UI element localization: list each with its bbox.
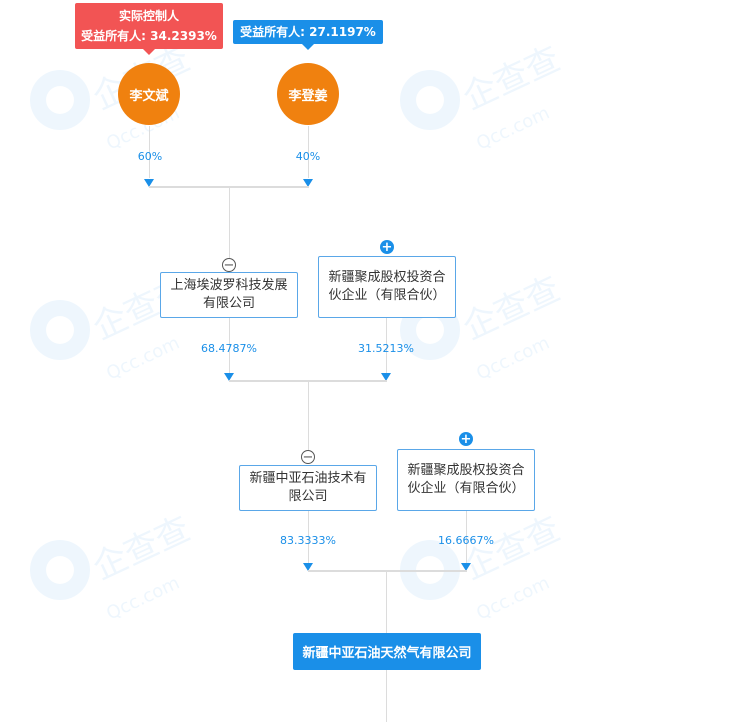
holder-name: 李文斌 — [129, 88, 169, 104]
connector-line — [308, 126, 309, 178]
holder-name: 李登姜 — [288, 88, 328, 104]
controller-tag: 实际控制人 受益所有人: 34.2393% — [75, 3, 223, 55]
company-node-xinjiang-zhongya-tech[interactable]: 新疆中亚石油技术有限公司 — [239, 465, 377, 511]
company-name: 新疆聚成股权投资合伙企业（有限合伙） — [407, 463, 525, 496]
share-percent: 83.3333% — [280, 534, 336, 547]
company-node-shanghai-aiboluo[interactable]: 上海埃波罗科技发展有限公司 — [160, 272, 298, 318]
expand-toggle-icon[interactable]: + — [459, 431, 473, 447]
connector-line — [149, 126, 150, 178]
svg-text:Qcc.com: Qcc.com — [473, 102, 553, 154]
expand-toggle-icon[interactable]: + — [380, 239, 394, 255]
watermark-tile: 企查查 Qcc.com — [400, 39, 566, 155]
controller-tag-share: 受益所有人: 34.2393% — [81, 29, 217, 43]
beneficiary-tag: 受益所有人: 27.1197% — [233, 20, 383, 50]
connector-line — [229, 187, 230, 258]
svg-text:企查查: 企查查 — [87, 509, 196, 588]
connector-line — [308, 511, 309, 566]
company-name: 新疆聚成股权投资合伙企业（有限合伙） — [328, 270, 446, 303]
company-name: 新疆中亚石油技术有限公司 — [249, 471, 367, 504]
svg-text:企查查: 企查查 — [457, 269, 566, 348]
connector-line — [386, 571, 387, 633]
arrow-down-icon — [303, 179, 313, 187]
company-name: 上海埃波罗科技发展有限公司 — [170, 278, 288, 311]
connector-line — [229, 318, 230, 374]
connector-line — [386, 670, 387, 722]
target-company-node[interactable]: 新疆中亚石油天然气有限公司 — [293, 633, 481, 670]
connector-line — [466, 511, 467, 566]
connector-line — [308, 570, 467, 572]
holder-node-li-wenbin[interactable]: 李文斌 — [118, 63, 180, 125]
svg-text:企查查: 企查查 — [457, 509, 566, 588]
watermark-tile: 企查查 Qcc.com — [30, 509, 196, 625]
arrow-down-icon — [224, 373, 234, 381]
collapse-toggle-icon[interactable]: − — [301, 449, 315, 465]
svg-text:Qcc.com: Qcc.com — [473, 332, 553, 384]
arrow-down-icon — [381, 373, 391, 381]
arrow-down-icon — [144, 179, 154, 187]
share-percent: 40% — [295, 150, 321, 163]
connector-line — [386, 318, 387, 374]
target-company-name: 新疆中亚石油天然气有限公司 — [302, 646, 472, 661]
connector-line — [308, 381, 309, 452]
svg-text:企查查: 企查查 — [457, 39, 566, 118]
watermark-tile: 企查查 Qcc.com — [400, 509, 566, 625]
company-node-xinjiang-jucheng-1[interactable]: 新疆聚成股权投资合伙企业（有限合伙） — [318, 256, 456, 318]
company-node-xinjiang-jucheng-2[interactable]: 新疆聚成股权投资合伙企业（有限合伙） — [397, 449, 535, 511]
svg-text:Qcc.com: Qcc.com — [473, 572, 553, 624]
share-percent: 68.4787% — [201, 342, 257, 355]
share-percent: 60% — [137, 150, 163, 163]
arrow-down-icon — [303, 563, 313, 571]
share-percent: 16.6667% — [438, 534, 494, 547]
share-percent: 31.5213% — [358, 342, 414, 355]
holder-node-li-dengjiang[interactable]: 李登姜 — [277, 63, 339, 125]
collapse-toggle-icon[interactable]: − — [222, 257, 236, 273]
controller-tag-title: 实际控制人 — [118, 9, 179, 23]
beneficiary-tag-share: 受益所有人: 27.1197% — [240, 25, 376, 39]
arrow-down-icon — [461, 563, 471, 571]
svg-text:Qcc.com: Qcc.com — [103, 332, 183, 384]
svg-text:Qcc.com: Qcc.com — [103, 572, 183, 624]
